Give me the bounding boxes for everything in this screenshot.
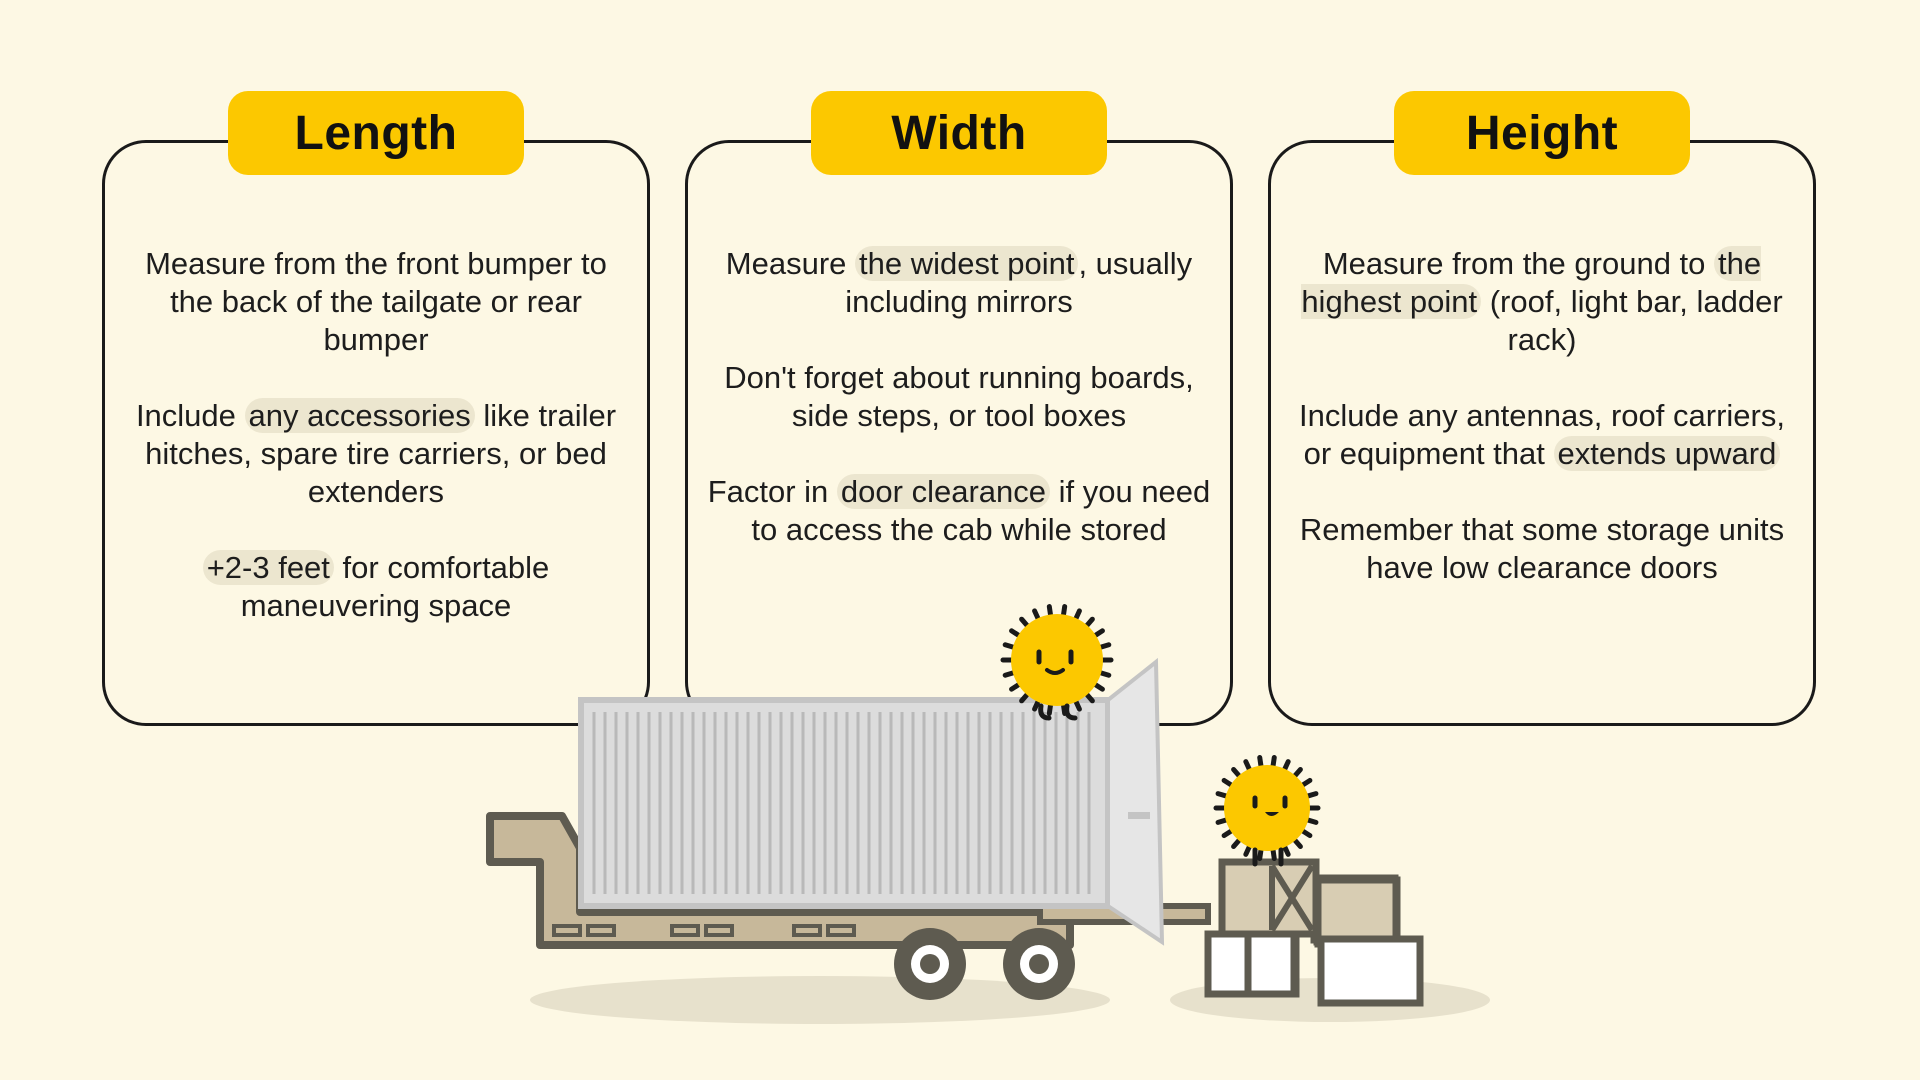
shipping-container-icon: [578, 657, 1165, 946]
text-segment: Measure from the ground to: [1322, 246, 1715, 281]
text-segment: Factor in: [707, 474, 837, 509]
card-height: Height Measure from the ground to the hi…: [1268, 91, 1816, 726]
card-paragraph: Don't forget about running boards, side …: [706, 359, 1212, 435]
text-segment: Measure from the front bumper to the bac…: [145, 246, 607, 357]
card-title-width: Width: [811, 91, 1107, 175]
highlighted-text: door clearance: [836, 474, 1050, 509]
card-paragraph: Measure the widest point, usually includ…: [706, 245, 1212, 321]
text-segment: (roof, light bar, ladder rack): [1481, 284, 1783, 357]
text-segment: for comfortable maneuvering space: [240, 550, 550, 623]
card-paragraph: Measure from the ground to the highest p…: [1289, 245, 1795, 359]
boxes-icon: [1204, 858, 1424, 1007]
card-length: Length Measure from the front bumper to …: [102, 91, 650, 726]
text-segment: Include: [135, 398, 245, 433]
mascot-icon: [1213, 755, 1321, 867]
card-paragraph: Include any antennas, roof carriers, or …: [1289, 397, 1795, 473]
text-segment: Include any antennas, roof carriers, or …: [1299, 398, 1785, 471]
card-width: Width Measure the widest point, usually …: [685, 91, 1233, 726]
highlighted-text: the widest point: [855, 246, 1079, 281]
wheel-icon: [894, 928, 966, 1000]
card-paragraph: Include any accessories like trailer hit…: [123, 397, 629, 511]
text-segment: , usually including mirrors: [845, 246, 1193, 319]
text-segment: Measure: [725, 246, 856, 281]
card-paragraph: Remember that some storage units have lo…: [1289, 511, 1795, 587]
text-segment: Don't forget about running boards, side …: [724, 360, 1194, 433]
highlighted-text: any accessories: [244, 398, 475, 433]
card-paragraph: Measure from the front bumper to the bac…: [123, 245, 629, 359]
card-paragraph: Factor in door clearance if you need to …: [706, 473, 1212, 549]
text-segment: if you need to access the cab while stor…: [751, 474, 1211, 547]
card-body-height: Measure from the ground to the highest p…: [1289, 245, 1795, 625]
ground-shadow: [530, 976, 1110, 1024]
card-title-height: Height: [1394, 91, 1690, 175]
highlighted-text: +2-3 feet: [202, 550, 334, 585]
card-paragraph: +2-3 feet for comfortable maneuvering sp…: [123, 549, 629, 625]
card-body-width: Measure the widest point, usually includ…: [706, 245, 1212, 587]
text-segment: like trailer hitches, spare tire carrier…: [145, 398, 617, 509]
card-body-length: Measure from the front bumper to the bac…: [123, 245, 629, 663]
highlighted-text: extends upward: [1553, 436, 1781, 471]
wheel-icon: [1003, 928, 1075, 1000]
mascot-icon: [1000, 604, 1114, 721]
card-title-length: Length: [228, 91, 524, 175]
text-segment: Remember that some storage units have lo…: [1299, 512, 1785, 585]
trailer-icon: [486, 812, 1211, 1000]
